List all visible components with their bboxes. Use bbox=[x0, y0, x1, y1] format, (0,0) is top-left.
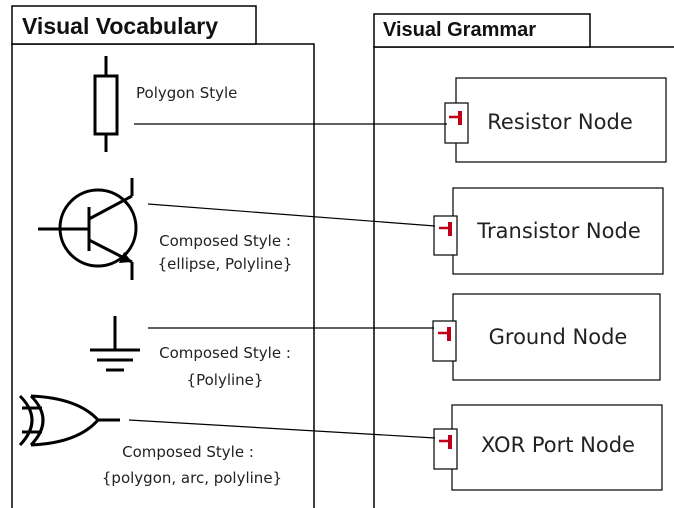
vocabulary-tab bbox=[11, 5, 257, 45]
xor-style-label: Composed Style : bbox=[122, 443, 254, 461]
node-transistor[interactable] bbox=[433, 187, 664, 275]
port-ground[interactable] bbox=[432, 320, 457, 362]
ground-style-detail: {Polyline} bbox=[186, 371, 264, 389]
node-resistor-label: Resistor Node bbox=[487, 110, 633, 134]
transistor-style-detail: {ellipse, Polyline} bbox=[157, 255, 293, 273]
connector-transistor bbox=[147, 203, 436, 227]
transistor-style-label: Composed Style : bbox=[159, 232, 291, 250]
node-resistor[interactable] bbox=[444, 77, 667, 163]
vocabulary-panel bbox=[11, 5, 315, 508]
node-xor-port[interactable] bbox=[433, 404, 663, 491]
ground-icon bbox=[90, 316, 140, 372]
port-pin-icon bbox=[439, 435, 452, 449]
port-transistor[interactable] bbox=[433, 215, 458, 256]
grammar-panel bbox=[373, 13, 674, 508]
node-ground-label: Ground Node bbox=[488, 325, 628, 349]
port-xor[interactable] bbox=[433, 428, 458, 470]
node-transistor-label: Transistor Node bbox=[477, 219, 641, 243]
node-ground[interactable] bbox=[432, 293, 661, 381]
resistor-icon bbox=[93, 56, 119, 152]
ground-style-label: Composed Style : bbox=[159, 344, 291, 362]
transistor-icon bbox=[38, 178, 138, 280]
port-resistor[interactable] bbox=[444, 102, 469, 144]
port-pin-icon bbox=[449, 111, 462, 125]
resistor-style-label: Polygon Style bbox=[136, 84, 238, 102]
xor-style-detail: {polygon, arc, polyline} bbox=[101, 469, 283, 487]
vocabulary-title: Visual Vocabulary bbox=[22, 13, 219, 39]
xor-gate-icon bbox=[18, 394, 120, 447]
grammar-tab bbox=[373, 13, 591, 48]
grammar-title: Visual Grammar bbox=[383, 19, 537, 41]
node-xor-label: XOR Port Node bbox=[481, 433, 635, 457]
port-pin-icon bbox=[438, 327, 451, 341]
connector-xor bbox=[128, 419, 436, 439]
connectors bbox=[128, 123, 447, 439]
port-pin-icon bbox=[439, 222, 452, 236]
